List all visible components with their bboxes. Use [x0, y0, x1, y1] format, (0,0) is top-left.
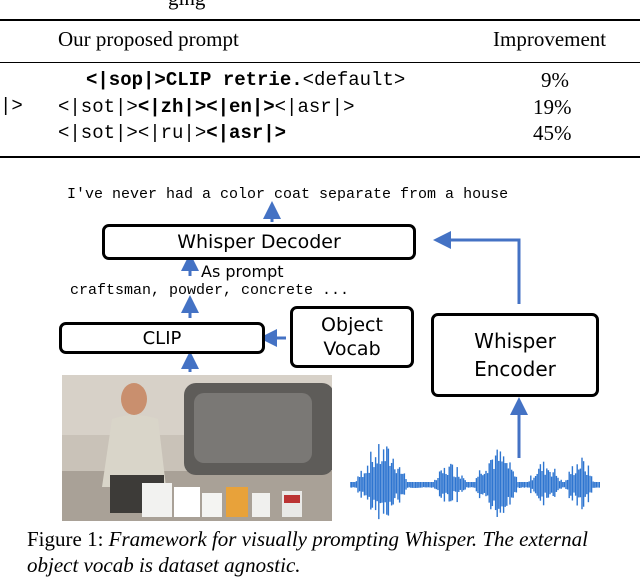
prompt-token: <|asr|>	[274, 96, 355, 118]
improvement-value: 19%	[533, 95, 572, 119]
prompt-words: craftsman, powder, concrete ...	[70, 282, 350, 299]
object-vocab-label: Object Vocab	[321, 314, 383, 360]
caption-prefix: Figure 1:	[27, 527, 109, 551]
caption-text: Framework for visually prompting Whisper…	[27, 527, 588, 577]
prompt-token: <|sot|>	[58, 96, 138, 118]
object-vocab-box: Object Vocab	[290, 306, 414, 368]
output-transcript: I've never had a color coat separate fro…	[67, 186, 509, 203]
prompt-token: <|sop|>CLIP retrie.	[86, 69, 303, 91]
table-row: <|sot|><|zh|><|en|><|asr|>	[58, 96, 354, 118]
improvement-value: 9%	[541, 68, 569, 92]
table-row: <|sop|>CLIP retrie.<default>	[86, 69, 405, 91]
clip-box: CLIP	[59, 322, 265, 354]
table-bottom-rule	[0, 156, 640, 158]
audio-waveform	[350, 444, 600, 520]
prompt-token: <|sot|><|ru|>	[58, 122, 207, 144]
whisper-encoder-box: Whisper Encoder	[431, 313, 599, 397]
table-left-fragment: |>	[0, 95, 23, 117]
scene-photo	[62, 375, 332, 521]
whisper-decoder-box: Whisper Decoder	[102, 224, 416, 260]
figure-caption: Figure 1: Framework for visually prompti…	[27, 526, 637, 578]
table-row: <|sot|><|ru|><|asr|>	[58, 122, 286, 144]
whisper-encoder-label: Whisper Encoder	[474, 329, 556, 381]
prompt-token: <|asr|>	[206, 122, 287, 144]
arrow-encoder-to-decoder	[433, 231, 521, 304]
col-improvement-header: Improvement	[493, 27, 607, 51]
table-mid-rule	[0, 62, 640, 63]
as-prompt-label: As prompt	[201, 262, 284, 281]
table-top-rule	[0, 19, 640, 21]
prompt-token: <|zh|><|en|>	[137, 96, 275, 118]
table-header-fragment: ging	[168, 0, 205, 11]
col-prompt-header: Our proposed prompt	[58, 27, 239, 51]
improvement-value: 45%	[533, 121, 572, 145]
prompt-token: <default>	[302, 69, 406, 91]
